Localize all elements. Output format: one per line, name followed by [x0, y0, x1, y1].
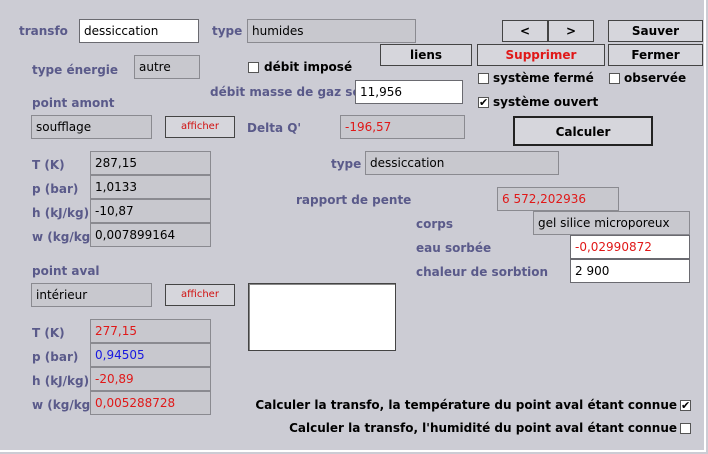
aval-w-field: 0,005288728 [90, 391, 211, 415]
calculate-button[interactable]: Calculer [513, 116, 653, 146]
save-button[interactable]: Sauver [608, 20, 703, 42]
aval-t-label: T (K) [32, 326, 65, 340]
systeme-ferme-checkbox[interactable] [478, 73, 489, 84]
amont-h-label: h (kJ/kg) [32, 206, 90, 220]
debit-impose-label: débit imposé [264, 60, 353, 74]
corps-label: corps [416, 217, 454, 231]
energy-type-field: autre [134, 55, 200, 79]
notes-textarea[interactable] [248, 283, 396, 351]
corps-field: gel silice microporeux [533, 211, 690, 235]
chaleur-sorbtion-input[interactable]: 2 900 [570, 259, 690, 283]
chaleur-sorbtion-label: chaleur de sorbtion [416, 265, 549, 279]
calc-hum-label: Calculer la transfo, l'humidité du point… [289, 421, 677, 435]
afficher-aval-button[interactable]: afficher [165, 284, 235, 306]
debit-masse-input[interactable]: 11,956 [355, 80, 463, 104]
systeme-ferme-label: système fermé [493, 71, 594, 85]
aval-p-field: 0,94505 [90, 343, 211, 367]
systeme-ouvert-checkbox[interactable]: ✔ [478, 96, 489, 109]
calc-temp-checkbox[interactable]: ✔ [680, 399, 691, 412]
eau-sorbee-input[interactable]: -0,02990872 [570, 235, 690, 259]
amont-h-field: -10,87 [90, 199, 211, 223]
type-field: humides [247, 19, 416, 43]
debit-masse-label: débit masse de gaz sec [210, 85, 368, 99]
rapport-pente-label: rapport de pente [296, 193, 412, 207]
observee-label: observée [624, 71, 687, 85]
delete-button[interactable]: Supprimer [477, 44, 605, 66]
aval-h-field: -20,89 [90, 367, 211, 391]
aval-w-label: w (kg/kg) [32, 398, 96, 412]
links-button[interactable]: liens [380, 44, 472, 66]
energy-type-label: type énergie [32, 63, 119, 77]
point-amont-label: point amont [32, 96, 115, 110]
rapport-pente-field: 6 572,202936 [497, 187, 619, 211]
point-amont-field: soufflage [31, 115, 152, 139]
process-type-label: type [331, 157, 362, 171]
aval-t-field: 277,15 [90, 319, 211, 343]
point-aval-label: point aval [32, 264, 100, 278]
type-label: type [212, 24, 243, 38]
amont-w-label: w (kg/kg) [32, 230, 96, 244]
transfo-label: transfo [19, 24, 68, 38]
amont-p-field: 1,0133 [90, 175, 211, 199]
amont-t-label: T (K) [32, 158, 65, 172]
observee-checkbox[interactable] [609, 73, 620, 84]
systeme-ouvert-label: système ouvert [493, 95, 599, 109]
close-button[interactable]: Fermer [608, 44, 703, 66]
next-button[interactable]: > [548, 20, 594, 42]
debit-impose-checkbox[interactable] [248, 62, 259, 73]
amont-t-field: 287,15 [90, 151, 211, 175]
aval-p-label: p (bar) [32, 350, 79, 364]
afficher-amont-button[interactable]: afficher [165, 116, 235, 138]
prev-button[interactable]: < [502, 20, 548, 42]
calc-temp-label: Calculer la transfo, la température du p… [255, 398, 677, 412]
transfo-input[interactable]: dessiccation [79, 19, 199, 43]
eau-sorbee-label: eau sorbée [416, 241, 492, 255]
amont-w-field: 0,007899164 [90, 223, 211, 247]
aval-h-label: h (kJ/kg) [32, 374, 90, 388]
delta-q-field: -196,57 [340, 115, 465, 139]
delta-q-label: Delta Q' [247, 121, 302, 135]
process-type-field: dessiccation [365, 151, 559, 175]
calc-hum-checkbox[interactable] [680, 423, 691, 434]
amont-p-label: p (bar) [32, 182, 79, 196]
point-aval-field: intérieur [31, 283, 152, 307]
